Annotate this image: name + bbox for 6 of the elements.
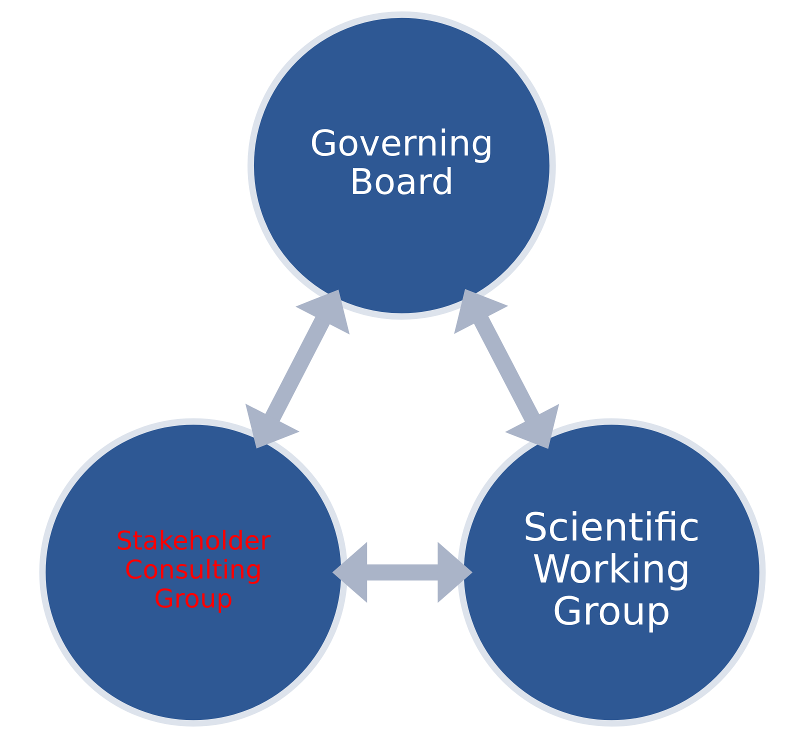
arrow [454,289,559,449]
arrow [332,542,472,603]
node-circle: Scientific Working Group [456,418,766,727]
node-circle: Governing Board [247,11,556,320]
arrow [244,290,350,449]
node-circle: Stakeholder Consulting Group [38,418,348,727]
